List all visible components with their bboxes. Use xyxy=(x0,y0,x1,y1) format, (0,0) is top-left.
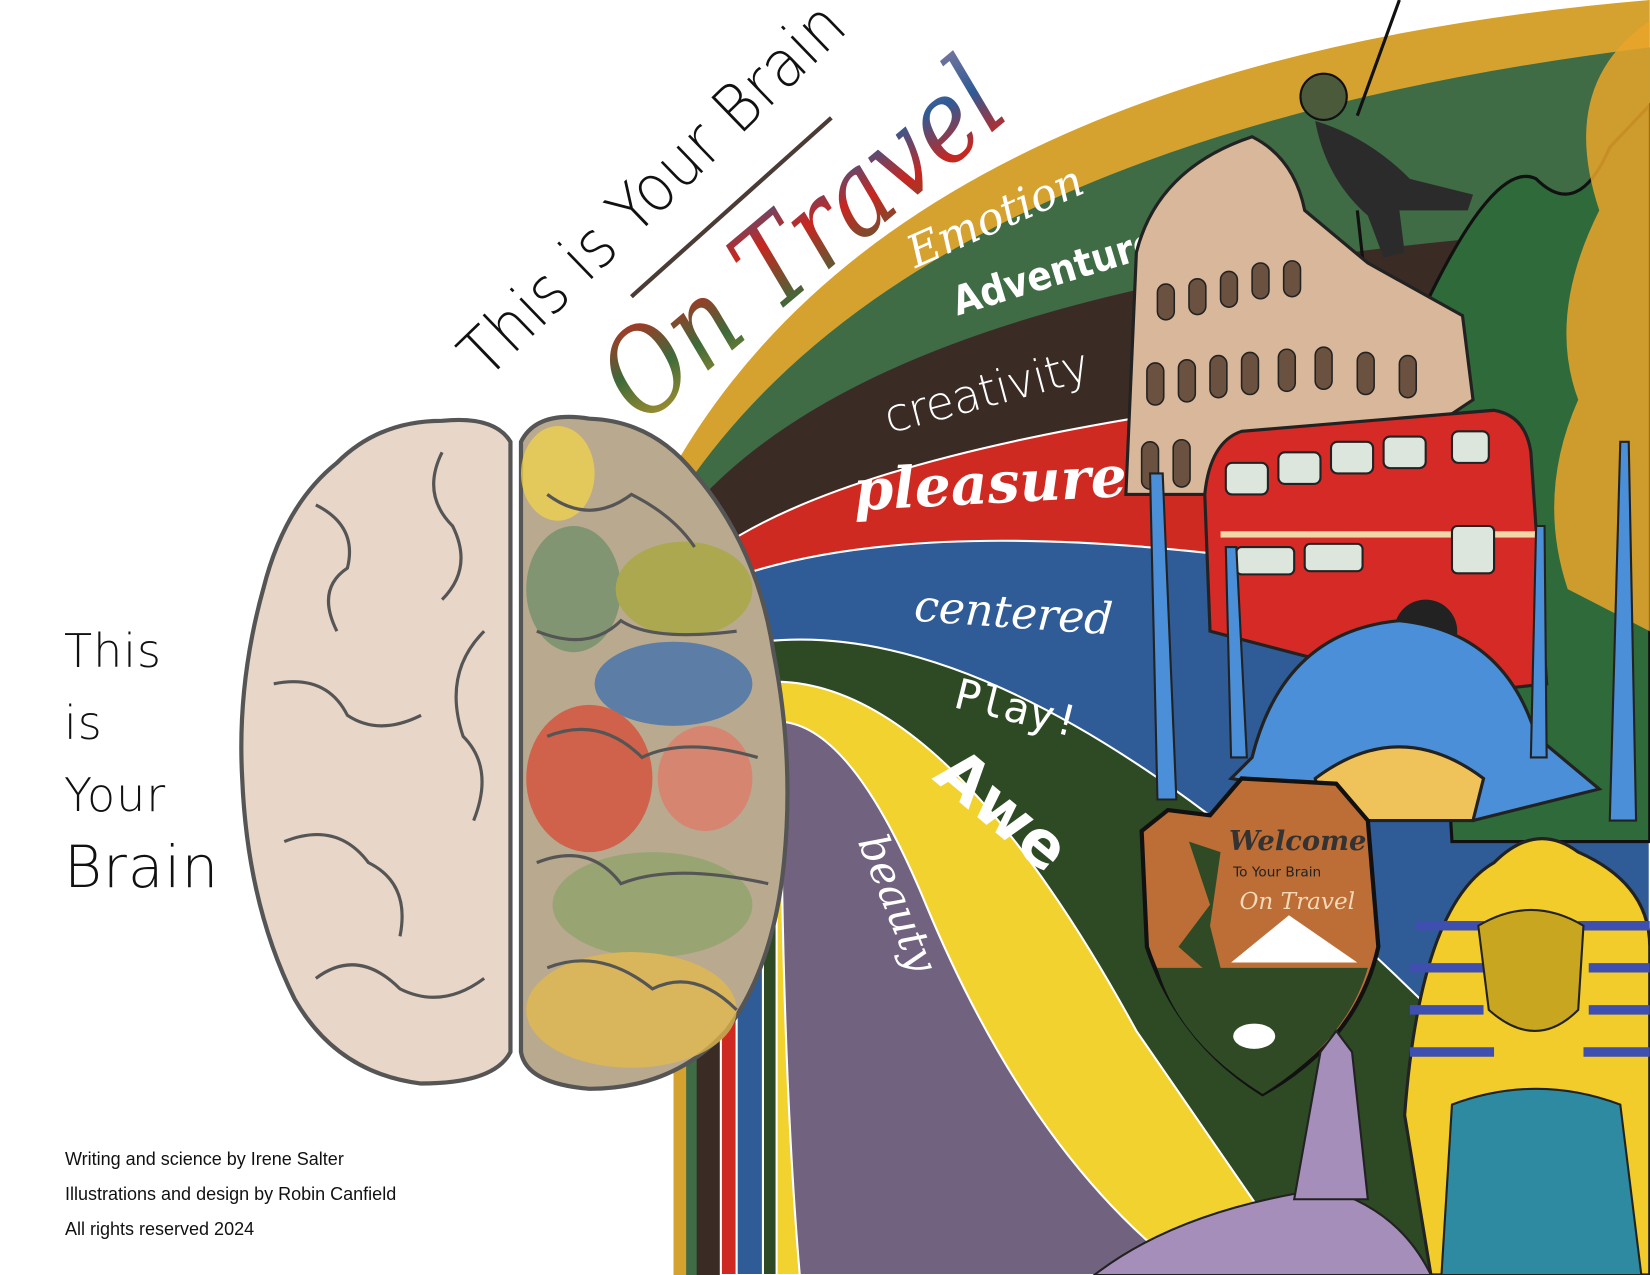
credit-rights: All rights reserved 2024 xyxy=(65,1219,255,1239)
badge-to-your-brain: To Your Brain xyxy=(1232,864,1321,880)
credit-writing: Writing and science by Irene Salter xyxy=(65,1149,344,1169)
mosque-illustration xyxy=(1148,440,1638,823)
brain-folds xyxy=(273,451,769,1012)
band-beauty xyxy=(779,720,1191,1275)
band-label-pleasure: pleasure xyxy=(852,444,1129,524)
double-decker-bus-illustration xyxy=(1203,408,1549,696)
brain-left-hemisphere xyxy=(239,417,513,1086)
side-title: This is Your Brain xyxy=(64,615,219,903)
national-park-badge: Welcome To Your Brain On Travel xyxy=(1139,776,1381,1097)
colosseum-illustration xyxy=(1124,135,1475,497)
badge-on-travel: On Travel xyxy=(1239,889,1355,915)
landmarks: Welcome To Your Brain On Travel xyxy=(1092,0,1650,1275)
credit-illustrations: Illustrations and design by Robin Canfie… xyxy=(65,1184,397,1204)
climber-illustration xyxy=(1299,0,1474,306)
brain-illustration xyxy=(239,414,790,1091)
badge-welcome: Welcome xyxy=(1229,825,1366,857)
side-title-word: Your xyxy=(64,768,167,822)
building-illustration xyxy=(1092,1029,1433,1275)
credits: Writing and science by Irene Salter Illu… xyxy=(65,1142,396,1247)
side-title-word: Brain xyxy=(64,833,220,901)
side-title-word: is xyxy=(64,696,103,750)
pharaoh-mask-illustration xyxy=(1403,837,1650,1275)
side-title-word: This xyxy=(64,624,162,678)
